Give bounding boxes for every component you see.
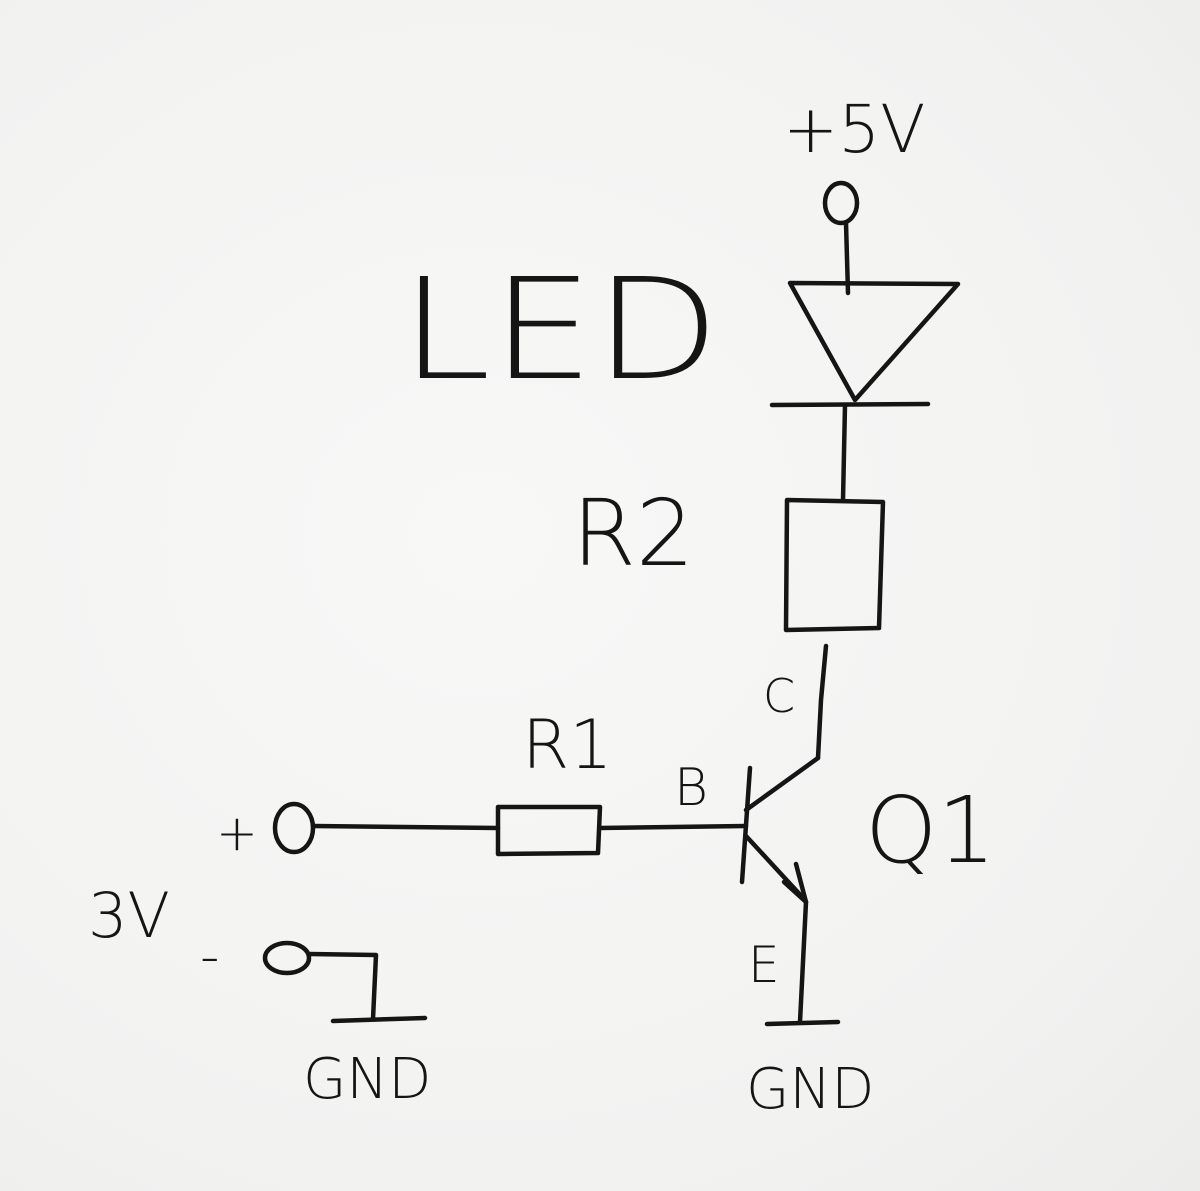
led-cathode-bar [769,401,931,408]
wire-minus-to-gnd [306,951,379,1022]
label-input-minus: - [200,925,220,988]
ground-symbol-right [764,1019,841,1027]
supply-terminal [822,180,860,226]
label-emitter: E [748,936,780,994]
led-diode-triangle [787,280,961,403]
transistor-emitter-arrow [781,861,809,905]
label-collector: C [763,669,795,723]
input-plus-terminal [272,801,316,855]
label-gnd-left: GND [303,1047,431,1112]
wire-input-to-r1 [310,823,501,831]
label-r1: R1 [522,706,613,785]
wire-emitter-to-gnd [797,899,809,1025]
resistor-r1 [495,804,603,857]
transistor-collector-lead [743,755,821,813]
label-gnd-right: GND [746,1057,874,1122]
label-input-voltage: 3V [88,879,170,952]
wire-r1-to-base [597,823,749,831]
label-r2: R2 [572,480,694,587]
ground-symbol-left [330,1015,428,1024]
label-led: LED [400,249,720,412]
label-transistor: Q1 [865,777,996,884]
resistor-r2 [783,497,886,633]
input-minus-terminal [262,940,312,976]
label-base: B [674,758,708,818]
label-supply: +5V [783,91,925,168]
wire-r2-to-collector [815,643,829,761]
label-input-plus: + [216,804,258,862]
wire-led-to-r2 [840,402,848,503]
